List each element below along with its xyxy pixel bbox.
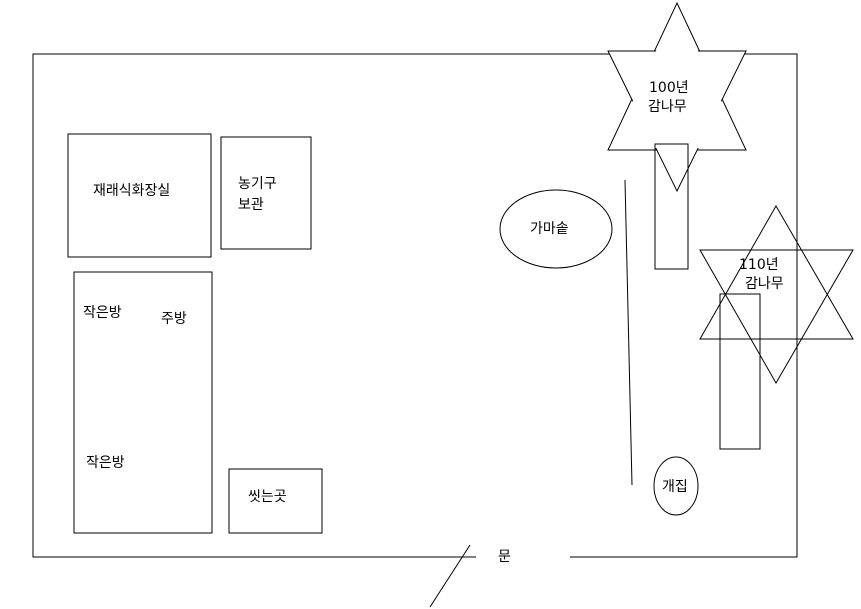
tree-1-age: 100년 xyxy=(649,80,689,96)
tree-2-age: 110년 xyxy=(739,257,779,273)
door-label: 문 xyxy=(498,549,511,565)
small-room-1-label: 작은방 xyxy=(83,305,122,321)
washroom xyxy=(228,468,323,534)
tree-2-name: 감나무 xyxy=(745,276,784,292)
persimmon-tree-110: 110년 감나무 xyxy=(699,204,854,450)
fence-line xyxy=(624,179,633,486)
tool-storage-label-2: 보관 xyxy=(238,197,264,213)
washroom-label: 씻는곳 xyxy=(248,489,287,505)
doghouse-label: 개집 xyxy=(662,479,688,495)
tree-trunk xyxy=(719,293,761,450)
kitchen-label: 주방 xyxy=(161,311,187,327)
toilet-label: 재래식화장실 xyxy=(93,183,170,199)
tool-storage-label-1: 농기구 xyxy=(238,176,277,192)
outer-wall xyxy=(32,53,798,558)
tool-storage-room xyxy=(220,136,312,250)
cauldron xyxy=(499,189,613,269)
cauldron-label: 가마솥 xyxy=(530,221,569,237)
star-up-triangle xyxy=(699,204,854,340)
main-house xyxy=(73,271,213,534)
persimmon-tree-100: 100년 감나무 xyxy=(607,1,747,270)
tree-1-name: 감나무 xyxy=(648,99,687,115)
tree-trunk xyxy=(654,143,689,270)
toilet-room xyxy=(67,133,212,258)
star-down-triangle xyxy=(699,249,854,385)
door-swing-line xyxy=(429,544,471,608)
small-room-2-label: 작은방 xyxy=(86,455,125,471)
doghouse xyxy=(653,456,699,516)
